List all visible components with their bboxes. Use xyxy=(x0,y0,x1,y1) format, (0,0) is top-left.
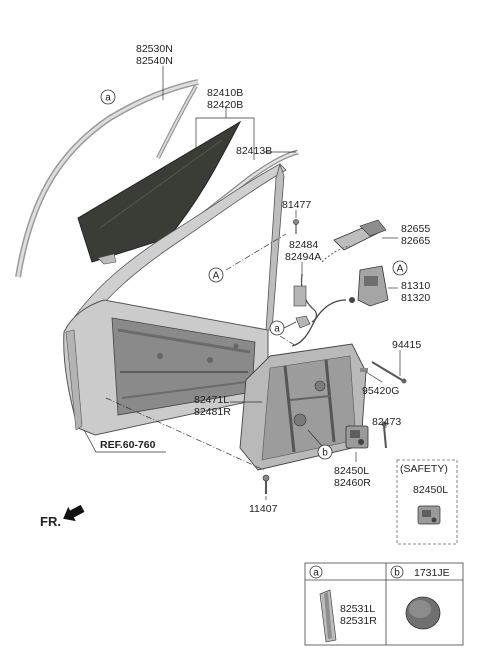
label-82481r: 82481R xyxy=(194,406,231,418)
label-82450l: 82450L xyxy=(334,465,369,477)
door-latch xyxy=(291,265,389,347)
window-regulator xyxy=(239,343,367,471)
label-82471l: 82471L xyxy=(194,394,229,406)
label-81477: 81477 xyxy=(282,199,311,211)
callout-A-latch: A xyxy=(392,260,408,276)
callout-b-regulator: b xyxy=(317,444,333,460)
safety-part-label: 82450L xyxy=(413,484,448,496)
label-82665: 82665 xyxy=(401,235,430,247)
callout-a-cable: a xyxy=(269,320,285,336)
svg-text:A: A xyxy=(397,264,404,275)
leader-lines xyxy=(162,66,401,500)
callout-a-top: a xyxy=(100,89,116,105)
svg-text:REF.60-760: REF.60-760 xyxy=(100,439,156,451)
safety-motor xyxy=(417,505,441,525)
callout-A-door: A xyxy=(208,267,224,283)
fasteners xyxy=(262,219,407,494)
door-panel xyxy=(63,162,287,436)
front-direction-indicator: FR. xyxy=(40,504,85,529)
legend-key-a: a xyxy=(313,568,319,579)
label-82530n: 82530N xyxy=(136,43,173,55)
window-motor xyxy=(345,425,369,449)
legend-key-b: b xyxy=(394,568,400,579)
label-11407: 11407 xyxy=(249,503,278,515)
legend-table: a b 1731JE 82531L 82531R xyxy=(304,562,464,646)
label-82484: 82484 xyxy=(289,239,318,251)
reference-label: REF.60-760 xyxy=(83,429,166,453)
label-81310: 81310 xyxy=(401,280,430,292)
svg-text:a: a xyxy=(274,324,280,335)
legend-b-code: 1731JE xyxy=(414,567,450,579)
svg-text:a: a xyxy=(105,93,111,104)
run-channel xyxy=(15,79,199,278)
label-82420b: 82420B xyxy=(207,99,243,111)
label-94415: 94415 xyxy=(392,339,421,351)
svg-text:b: b xyxy=(322,448,328,459)
label-82540n: 82540N xyxy=(136,55,173,67)
safety-box: (SAFETY) 82450L xyxy=(396,459,458,545)
label-82494a: 82494A xyxy=(285,251,321,263)
legend-82531l: 82531L xyxy=(340,603,375,615)
label-82460r: 82460R xyxy=(334,477,371,489)
label-82413b: 82413B xyxy=(236,145,272,157)
legend-82531r: 82531R xyxy=(340,615,377,627)
svg-text:FR.: FR. xyxy=(40,514,61,529)
label-82473: 82473 xyxy=(372,416,401,428)
outside-handle xyxy=(321,219,387,263)
label-82410b: 82410B xyxy=(207,87,243,99)
label-95420g: 95420G xyxy=(362,385,399,397)
safety-label: (SAFETY) xyxy=(400,463,448,475)
label-81320: 81320 xyxy=(401,292,430,304)
svg-text:A: A xyxy=(213,271,220,282)
label-82655: 82655 xyxy=(401,223,430,235)
alignment-lines xyxy=(105,233,297,471)
